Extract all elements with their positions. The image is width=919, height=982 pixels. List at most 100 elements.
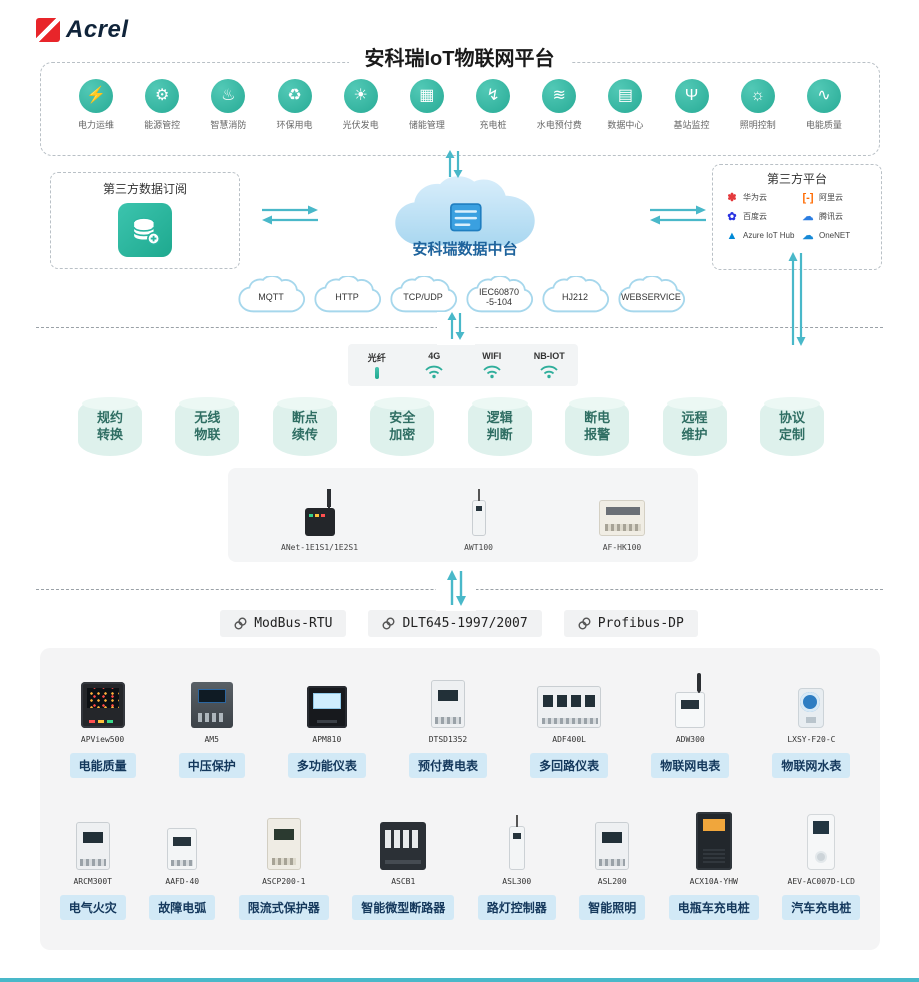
product-category-badge: 智能微型断路器 xyxy=(352,895,455,920)
app-label: 充电桩 xyxy=(479,120,507,130)
product-category-badge: 故障电弧 xyxy=(149,895,216,920)
wifi-icon xyxy=(540,365,558,379)
cloud-outline-icon xyxy=(238,276,306,313)
app-icon-row: ⚡ 电力运维 ⚙ 能源管控 ♨ 智慧消防 ♻ 环保用电 xyxy=(41,63,879,131)
capability-text-line2: 报警 xyxy=(584,427,611,442)
data-center-icon: ▤ xyxy=(608,79,643,113)
capability-text-line1: 断点 xyxy=(291,410,318,426)
gateway-device: AWT100 xyxy=(464,478,493,552)
product-model: ASL300 xyxy=(502,877,532,886)
device-image xyxy=(595,822,630,870)
device-image xyxy=(167,828,198,870)
tall-updown-arrow-icon xyxy=(784,252,810,351)
cloud-partner: ✿ 百度云 xyxy=(725,210,797,224)
protocol-name: WEBSERVICE xyxy=(621,291,681,302)
link-icon xyxy=(578,617,591,630)
product-row-1: APView500 电能质量 AM5 中压保护 APM810 多功能仪表 xyxy=(40,648,880,778)
device-image xyxy=(75,822,110,870)
device-image xyxy=(537,686,602,728)
device-image xyxy=(471,489,486,536)
device-image xyxy=(508,815,525,870)
partner-name: 阿里云 xyxy=(819,192,843,202)
product-category-badge: 多功能仪表 xyxy=(287,753,366,778)
capability-text-line2: 判断 xyxy=(486,427,513,442)
acrel-logo: Acrel xyxy=(36,16,129,44)
platform-app: ♻ 环保用电 xyxy=(266,79,324,131)
third-party-data-box: 第三方数据订阅 xyxy=(50,172,240,269)
product-model: DTSD1352 xyxy=(428,735,468,744)
product-item: ARCM300T 电气火灾 xyxy=(59,812,126,920)
capability-text-line1: 逻辑 xyxy=(486,410,513,426)
third-party-data-title: 第三方数据订阅 xyxy=(102,182,187,196)
capability-text-line1: 远程 xyxy=(681,410,708,426)
data-hub-label: 安科瑞数据中台 xyxy=(412,241,518,258)
page-title: 安科瑞IoT物联网平台 xyxy=(0,42,919,71)
product-category-badge: 电瓶车充电桩 xyxy=(668,895,759,920)
footer-accent-bar xyxy=(0,978,919,982)
connectivity-item: 4G xyxy=(406,351,464,379)
eco-power-icon: ♻ xyxy=(277,79,312,113)
gateway-model: AF-HK100 xyxy=(602,543,642,552)
capability-row: 规约 转换 无线 物联 断点 续传 安全 加密 逻辑 判断 xyxy=(78,397,824,456)
wifi-icon xyxy=(483,365,501,379)
connectivity-item: 光纤 xyxy=(348,351,406,379)
tencent-cloud-icon: ☁ xyxy=(802,210,814,223)
product-item: APM810 多功能仪表 xyxy=(287,670,366,778)
partner-name: OneNET xyxy=(819,230,851,240)
leftright-arrow-icon xyxy=(650,203,706,232)
capability-cylinder: 远程 维护 xyxy=(662,397,727,456)
platform-app: ▤ 数据中心 xyxy=(596,79,654,131)
capability-text-line1: 断电 xyxy=(584,410,611,426)
app-label: 环保用电 xyxy=(276,120,313,130)
product-item: AEV-AC007D-LCD 汽车充电桩 xyxy=(782,812,861,920)
product-item: AM5 中压保护 xyxy=(178,670,245,778)
product-item: LXSY-F20-C 物联网水表 xyxy=(772,670,851,778)
gateway-box: ANet-1E1S1/1E2S1 AWT100 AF-HK100 xyxy=(228,468,698,562)
base-station-icon: Ψ xyxy=(674,79,709,113)
product-model: AM5 xyxy=(204,735,219,744)
connectivity-label: 光纤 xyxy=(367,353,386,363)
platform-app: ⚡ 电力运维 xyxy=(67,79,125,131)
capability-text-line2: 加密 xyxy=(389,427,416,442)
capability-text-line2: 维护 xyxy=(681,427,708,442)
product-model: LXSY-F20-C xyxy=(787,735,836,744)
product-category-badge: 物联网电表 xyxy=(651,753,730,778)
app-label: 储能管理 xyxy=(408,120,445,130)
protocol-name: TCP/UDP xyxy=(403,291,443,302)
product-item: ACX10A-YHW 电瓶车充电桩 xyxy=(668,812,759,920)
partner-name: 华为云 xyxy=(743,192,767,202)
protocol-cloud: IEC60870-5-104 xyxy=(463,276,535,316)
device-image xyxy=(304,492,335,536)
third-party-platform-title: 第三方平台 xyxy=(766,172,827,186)
capability-text-line1: 规约 xyxy=(96,410,123,426)
updown-arrow-icon xyxy=(436,570,476,611)
platform-app: ♨ 智慧消防 xyxy=(199,79,257,131)
protocol-cloud: HTTP xyxy=(311,276,383,316)
field-protocol-row: ModBus-RTU DLT645-1997/2007 Profibus-DP xyxy=(220,610,698,637)
connectivity-item: NB-IOT xyxy=(521,351,579,379)
connectivity-label: NB-IOT xyxy=(533,351,565,361)
leftright-arrow-icon xyxy=(262,203,318,232)
cloud-partner: ▲ Azure IoT Hub xyxy=(725,229,797,243)
product-model: ASCP200-1 xyxy=(262,877,306,886)
energy-storage-icon: ▦ xyxy=(409,79,444,113)
partner-name: 百度云 xyxy=(743,211,767,221)
gateway-device: ANet-1E1S1/1E2S1 xyxy=(281,478,358,552)
device-image xyxy=(807,814,836,870)
capability-cylinder: 规约 转换 xyxy=(78,397,142,456)
product-category-badge: 预付费电表 xyxy=(408,753,487,778)
device-image xyxy=(266,818,301,870)
field-protocol-name: ModBus-RTU xyxy=(254,616,333,631)
capability-cylinder: 协议 定制 xyxy=(759,397,824,456)
lighting-control-icon: ☼ xyxy=(740,79,775,113)
product-model: ASL200 xyxy=(597,877,627,886)
cloud-outline-icon xyxy=(466,276,534,313)
field-protocol-name: Profibus-DP xyxy=(597,616,684,631)
app-label: 光伏发电 xyxy=(342,120,379,130)
energy-mgmt-icon: ⚙ xyxy=(145,79,180,113)
product-model: AEV-AC007D-LCD xyxy=(787,877,855,886)
device-image xyxy=(675,676,706,728)
azure-iot-hub-icon: ▲ xyxy=(726,229,738,242)
field-protocol-chip: Profibus-DP xyxy=(563,610,698,637)
